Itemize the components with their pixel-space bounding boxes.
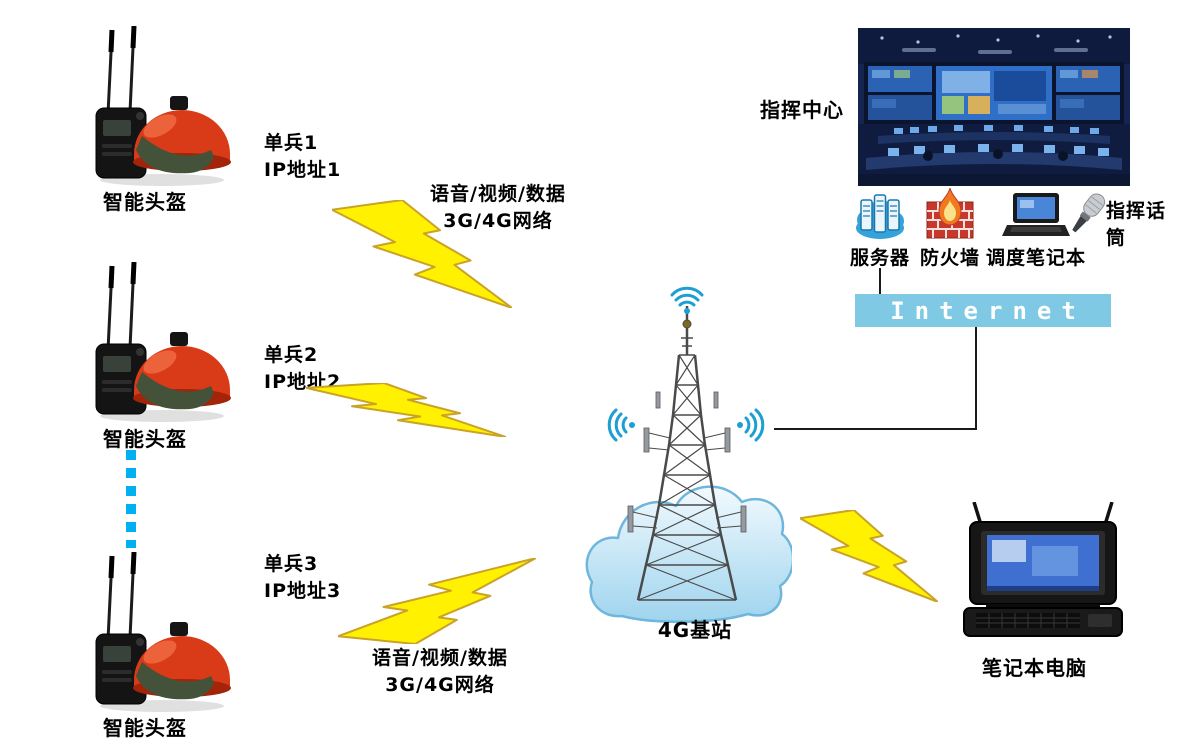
lightning-bolt-icon [332, 200, 512, 308]
cloud-icon [585, 485, 792, 623]
soldier-3-label: 单兵3 IP地址3 [264, 551, 341, 605]
ellipsis-dotted-line [126, 450, 136, 548]
wireless-link-caption-top: 语音/视频/数据 3G/4G网络 [398, 181, 598, 235]
smart-helmet-icon [82, 26, 232, 188]
wifi-signal-icon [602, 408, 636, 442]
link-caption-line2: 3G/4G网络 [443, 210, 553, 232]
link-caption-line2: 3G/4G网络 [385, 674, 495, 696]
panel-antenna-icons [627, 391, 747, 533]
smart-helmet-icon [82, 262, 232, 424]
microphone-icon [1072, 193, 1106, 233]
smart-helmet-label: 智能头盔 [103, 190, 187, 214]
soldier-1-ip: IP地址1 [264, 159, 342, 181]
soldier-2-name: 单兵2 [264, 344, 319, 366]
soldier-1-name: 单兵1 [264, 132, 319, 154]
wifi-signal-icon [670, 281, 704, 315]
soldier-3-name: 单兵3 [264, 553, 319, 575]
smart-helmet-icon [82, 552, 232, 714]
wifi-signal-icon [736, 408, 770, 442]
internet-bar: Internet [855, 294, 1111, 327]
command-center-photo [858, 28, 1130, 186]
lightning-bolt-icon [800, 510, 938, 602]
dispatch-laptop-icon [1002, 193, 1070, 236]
internet-label: Internet [890, 296, 1086, 325]
firewall-label: 防火墙 [919, 247, 980, 269]
base-station-tower-icon [585, 306, 792, 623]
server-icon [856, 194, 904, 239]
internet-tower-connector-horizontal [774, 428, 977, 430]
base-station-label: 4G基站 [657, 618, 733, 642]
field-laptop-label: 笔记本电脑 [982, 656, 1087, 680]
soldier-3-ip: IP地址3 [264, 580, 342, 602]
firewall-icon [926, 188, 974, 239]
field-laptop-icon [963, 502, 1123, 637]
soldier-1-label: 单兵1 IP地址1 [264, 130, 341, 184]
dispatch-laptop-label: 调度笔记本 [986, 247, 1087, 269]
server-label: 服务器 [849, 247, 910, 269]
link-caption-line1: 语音/视频/数据 [430, 183, 566, 205]
lightning-bolt-icon [338, 558, 536, 644]
smart-helmet-label: 智能头盔 [103, 716, 187, 740]
command-center-title: 指挥中心 [760, 98, 844, 122]
internet-tower-connector-vertical [975, 327, 977, 429]
link-caption-line1: 语音/视频/数据 [372, 647, 508, 669]
server-internet-connector [879, 268, 881, 295]
wireless-link-caption-bottom: 语音/视频/数据 3G/4G网络 [340, 645, 540, 699]
smart-helmet-label: 智能头盔 [103, 427, 187, 451]
lightning-bolt-icon [306, 383, 506, 437]
microphone-label: 指挥话筒 [1106, 200, 1167, 249]
